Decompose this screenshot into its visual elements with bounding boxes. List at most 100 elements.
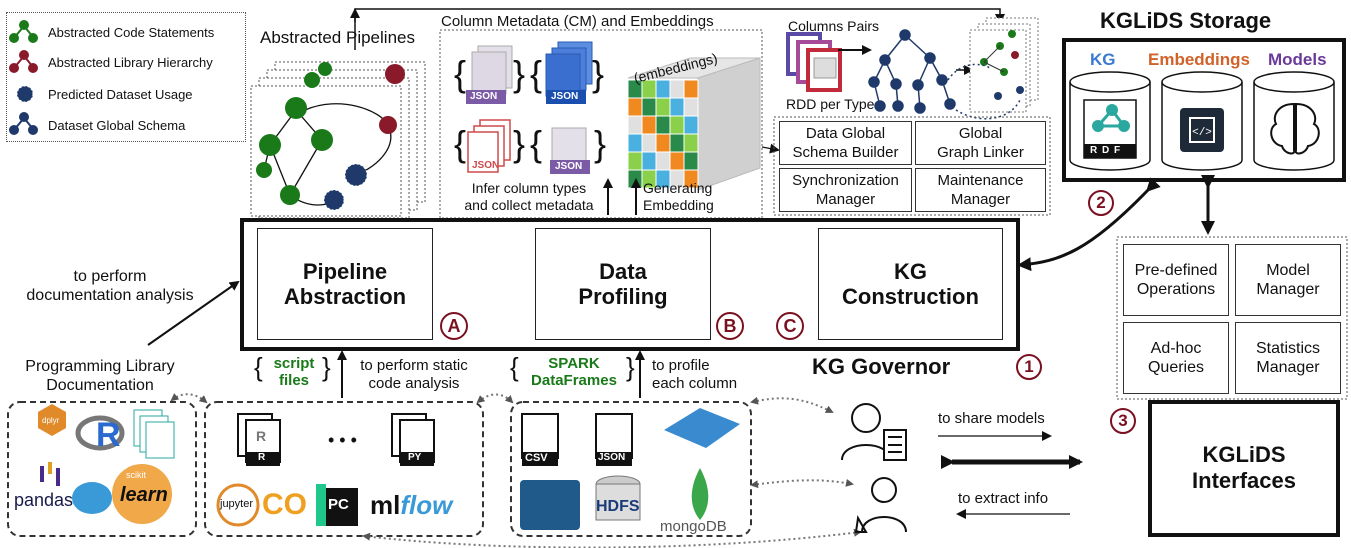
json-label: JSON (472, 160, 500, 171)
rdd-per-type-label: RDD per Type (786, 96, 875, 112)
r-file-label: R (258, 452, 266, 463)
brace-close: } (513, 53, 526, 94)
profile-line-1: to profile (652, 357, 710, 374)
doc-analysis-line-1: to perform (73, 268, 147, 285)
sync-line-2: Manager (815, 191, 876, 208)
pipeline-line-1: Pipeline (302, 259, 388, 284)
embedding-cell (683, 151, 699, 171)
rdf-label: R D F (1090, 145, 1122, 156)
predefined-line-1: Pre-defined (1134, 262, 1218, 279)
brace-close: } (594, 123, 607, 164)
json-label: JSON (470, 91, 498, 102)
storage-kg-label: KG (1090, 50, 1116, 69)
column-metadata-label: Column Metadata (CM) and Embeddings (441, 13, 714, 30)
share-models-label: to share models (938, 410, 1045, 427)
pipeline-line-2: Abstraction (283, 284, 407, 309)
global-schema-tree (868, 29, 956, 114)
py-file-label: PY (408, 452, 422, 463)
num-1: 1 (1016, 354, 1042, 380)
prog-lib-line-2: Documentation (46, 377, 154, 394)
legend-icons (9, 20, 38, 135)
embedding-cell (683, 97, 699, 117)
brace-close: } (592, 53, 605, 94)
chip-icon: </> (1180, 108, 1224, 152)
rdf-icon (1083, 99, 1137, 159)
embedding-cell (641, 115, 657, 135)
embedding-cell (669, 133, 685, 153)
embedding-cell (627, 115, 643, 135)
embedding-cell (627, 151, 643, 171)
embedding-cell (655, 115, 671, 135)
embedding-cells (627, 79, 699, 189)
static-line-2: code analysis (368, 375, 460, 392)
maint-line-1: Maintenance (937, 172, 1024, 189)
brace-close: } (513, 123, 526, 164)
stats-line-1: Statistics (1255, 340, 1320, 357)
top-feedback-arrow (354, 8, 1005, 50)
legend (6, 12, 246, 142)
mlflow-ml: ml (370, 490, 401, 520)
brace-open: { (254, 352, 263, 382)
interfaces-line-1: KGLiDS (1202, 442, 1286, 467)
mlflow-flow: flow (400, 490, 453, 520)
embedding-cell (641, 151, 657, 171)
prog-lib-label: Programming Library Documentation (10, 357, 190, 395)
pipeline-abstraction-box: Pipeline Abstraction (257, 228, 433, 340)
extract-info-label: to extract info (958, 490, 1049, 507)
profiling-line-2: Profiling (578, 284, 668, 309)
sync-line-1: Synchronization (792, 172, 899, 189)
embedding-cell (627, 97, 643, 117)
graph-linker-line-1: Global (958, 125, 1003, 142)
embedding-cell (683, 133, 699, 153)
global-graph-stack (969, 17, 1039, 113)
kg-governor-box (240, 218, 1020, 351)
r-logo-label: R (96, 416, 121, 454)
spark-label: SPARK DataFrames (522, 355, 626, 389)
model-mgr-line-2: Manager (1256, 281, 1320, 298)
svg-text:</>: </> (1192, 127, 1212, 139)
model-mgr-line-1: Model (1266, 262, 1310, 279)
r-file-glyph: R (256, 428, 267, 444)
static-line-1: to perform static (360, 357, 468, 374)
script-files-label: script files (265, 355, 323, 389)
schema-builder-line-2: Schema Builder (792, 144, 899, 161)
profile-label: to profile each column (652, 357, 737, 393)
embedding-cell (655, 97, 671, 117)
brace-open: { (454, 53, 467, 94)
embedding-cell (669, 79, 685, 99)
json-label: JSON (551, 91, 579, 102)
cm-box (439, 29, 763, 219)
gen-line-1: Generating (643, 180, 713, 196)
embedding-cell (641, 133, 657, 153)
brace-open: { (454, 123, 467, 164)
infer-types-label: Infer column types and collect metadata (454, 180, 604, 214)
jupyter-label: jupyter (220, 498, 254, 510)
stats-line-2: Manager (1256, 359, 1320, 376)
legend-item: Predicted Dataset Usage (48, 87, 193, 102)
json-file-icons (466, 41, 593, 174)
tag-b: B (716, 312, 744, 340)
gen-line-2: Embedding (643, 197, 714, 213)
embedding-cell (683, 115, 699, 135)
graph-linker-line-2: Graph Linker (937, 144, 1024, 161)
legend-item: Dataset Global Schema (48, 118, 186, 133)
script-line-1: script (273, 355, 315, 372)
storage-models-label: Models (1268, 50, 1327, 69)
embedding-cell (641, 97, 657, 117)
num-3: 3 (1110, 408, 1136, 434)
pycharm-label: PC (328, 496, 349, 513)
brace-open: { (530, 53, 543, 94)
embedding-cell (669, 115, 685, 135)
column-pairs-icons (786, 32, 842, 92)
data-profiling-box: Data Profiling (535, 228, 711, 340)
legend-item: Abstracted Library Hierarchy (48, 55, 213, 70)
script-line-2: files (278, 372, 309, 389)
library-logos (38, 404, 175, 524)
embedding-cell (655, 133, 671, 153)
num-2: 2 (1088, 190, 1114, 216)
